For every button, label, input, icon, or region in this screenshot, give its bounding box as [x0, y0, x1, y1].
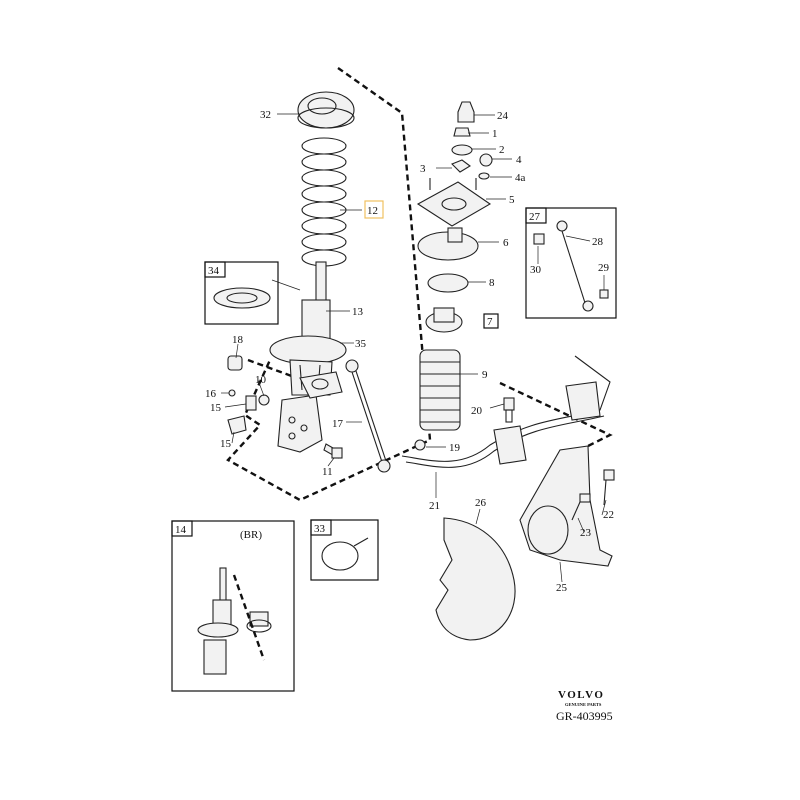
label-8: 8 [489, 277, 495, 289]
label-28: 28 [592, 236, 604, 248]
label-6: 6 [503, 237, 509, 249]
steering-knuckle-25 [519, 445, 613, 567]
bolt-11 [323, 443, 343, 459]
brand-logo-text: VOLVO [558, 689, 604, 701]
label-25: 25 [556, 582, 568, 594]
bush-clamp-19 [414, 439, 426, 451]
strut-variant-br [197, 567, 272, 675]
label-24: 24 [497, 110, 509, 122]
label-26: 26 [475, 497, 487, 509]
nut-4 [479, 153, 493, 167]
inset-box-14 [171, 520, 295, 692]
washer-4a [478, 172, 490, 180]
arrow-34-to-spring [271, 279, 301, 291]
label-13: 13 [352, 306, 364, 318]
label-17: 17 [332, 418, 344, 430]
top-mount-5 [416, 178, 492, 227]
highlight-box-12 [364, 200, 384, 219]
label-22: 22 [603, 509, 614, 521]
shock-absorber [269, 261, 347, 396]
bump-cap-24 [457, 101, 475, 123]
coil-spring [301, 137, 347, 267]
label-4a: 4a [515, 172, 526, 184]
label-23: 23 [580, 527, 592, 539]
label-11: 11 [322, 466, 333, 478]
strut-lower-outline [247, 358, 336, 394]
label-34: 34 [208, 265, 220, 277]
washer-2 [451, 144, 473, 156]
spring-pad-8 [427, 273, 469, 293]
clamp-bracket-left [493, 425, 527, 465]
strut-lower-bracket [277, 394, 323, 453]
variant-note: (BR) [240, 529, 262, 541]
label-10: 10 [255, 374, 267, 386]
link-rod-28 [533, 220, 609, 312]
label-29: 29 [598, 262, 610, 274]
label-18: 18 [232, 334, 244, 346]
label-20: 20 [471, 405, 483, 417]
clip-15b [227, 415, 247, 435]
clamp-bracket-right [565, 381, 601, 421]
leader-lines [221, 113, 607, 583]
spring-insulator-34 [213, 287, 271, 309]
label-5: 5 [509, 194, 515, 206]
label-2: 2 [499, 144, 505, 156]
label-27: 27 [529, 211, 541, 223]
nut-1 [453, 127, 471, 137]
label-30: 30 [530, 264, 542, 276]
tag-box-7 [483, 313, 499, 329]
inset-box-34 [204, 261, 279, 325]
inset-tag-34 [204, 261, 226, 278]
hose-clamp-33 [321, 537, 369, 571]
brand-tagline: GENUINE PARTS [565, 702, 602, 707]
label-14: 14 [175, 524, 187, 536]
label-33: 33 [314, 523, 326, 535]
label-4: 4 [516, 154, 522, 166]
clip-15a [245, 395, 257, 411]
label-19: 19 [449, 442, 461, 454]
clip-3 [451, 159, 471, 173]
label-9: 9 [482, 369, 488, 381]
label-7: 7 [487, 316, 493, 328]
strut-group-outline [226, 67, 432, 502]
bearing-plate-6 [417, 227, 479, 261]
bolt-20 [503, 397, 515, 423]
inset-box-27 [525, 207, 617, 319]
nut-10 [258, 394, 270, 406]
label-15b: 15 [220, 438, 232, 450]
label-32: 32 [260, 109, 271, 121]
rubber-bush-18 [227, 355, 243, 371]
inset-tag-27 [525, 207, 547, 224]
label-15a: 15 [210, 402, 222, 414]
stabilizer-link-17 [345, 359, 391, 473]
washer-16 [228, 389, 236, 397]
bolt-22 [603, 469, 615, 506]
bracket-arm [299, 371, 343, 399]
label-16: 16 [205, 388, 217, 400]
brake-shield-26 [435, 517, 516, 641]
label-3: 3 [420, 163, 426, 175]
subframe-outline [499, 381, 613, 462]
diagram-reference: GR-403995 [556, 709, 613, 723]
inset-tag-33 [310, 519, 332, 536]
inset-tag-14 [171, 520, 193, 537]
bump-stop-7 [425, 307, 463, 333]
label-12: 12 [367, 205, 378, 217]
dust-boot-9 [419, 349, 461, 431]
label-35: 35 [355, 338, 367, 350]
inset-box-33 [310, 519, 379, 581]
label-1: 1 [492, 128, 498, 140]
label-21: 21 [429, 500, 440, 512]
bolt-23 [571, 493, 591, 521]
spring-seat-upper [297, 91, 355, 129]
